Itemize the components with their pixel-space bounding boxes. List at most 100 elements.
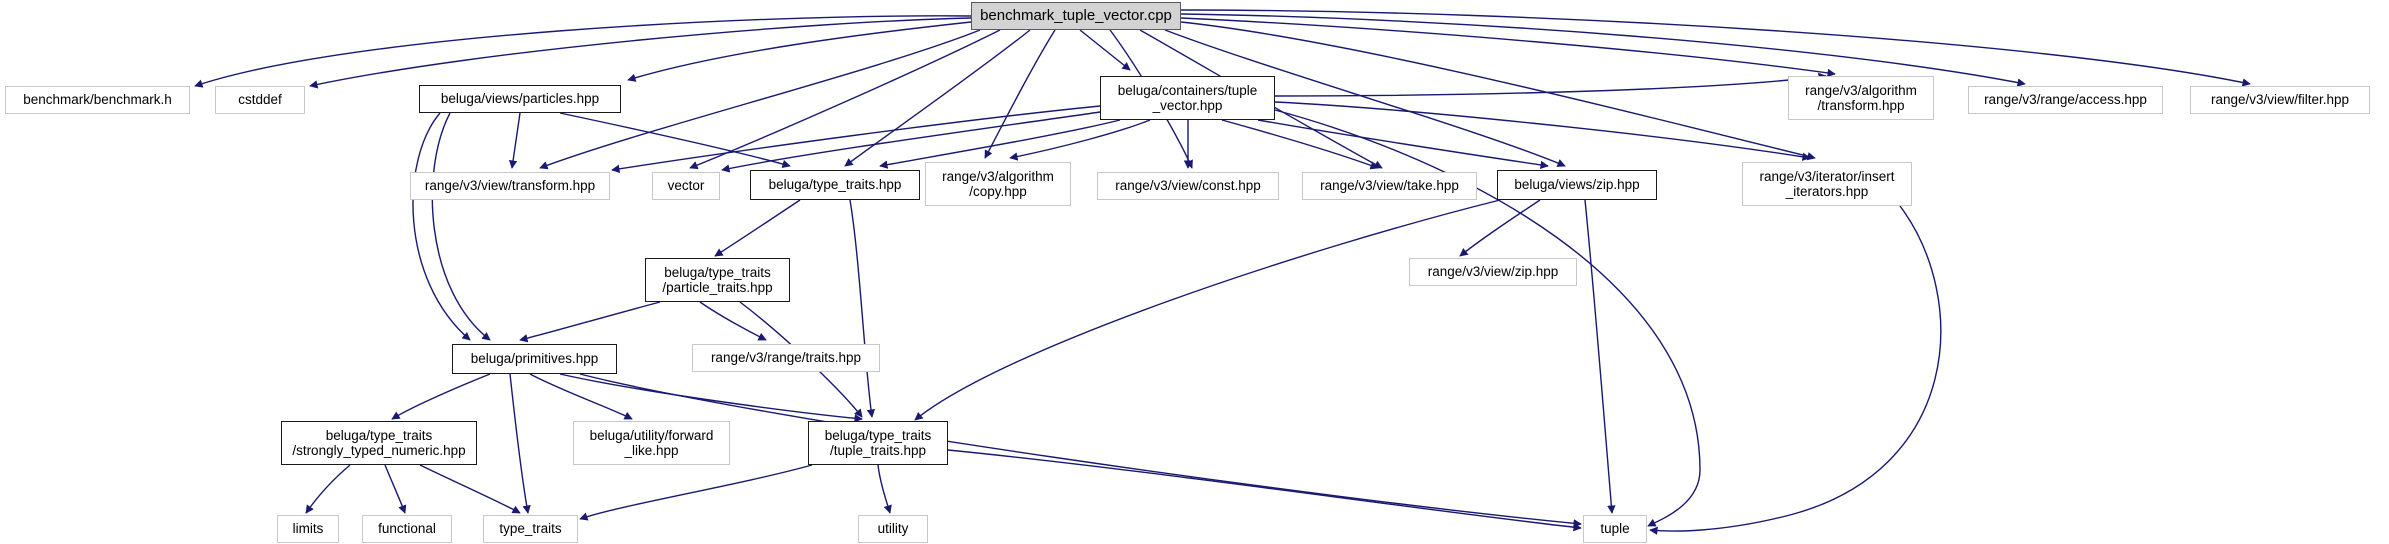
graph-node-tuple_vector[interactable]: beluga/containers/tuple _vector.hpp <box>1100 76 1275 120</box>
graph-edge-root-to-views_zip <box>1164 29 1566 167</box>
graph-node-benchmark_h[interactable]: benchmark/benchmark.h <box>5 86 190 114</box>
graph-edge-tuple_vector-to-rv3_view_transform <box>611 105 1101 173</box>
graph-node-label: benchmark_tuple_vector.cpp <box>980 6 1172 24</box>
graph-edge-root-to-type_traits_hpp <box>844 29 1031 167</box>
graph-node-type_traits_std[interactable]: type_traits <box>483 515 578 543</box>
graph-edge-views_particles-to-type_traits_hpp <box>559 112 791 169</box>
graph-edge-views_particles-to-rv3_view_transform <box>508 112 521 169</box>
graph-node-vector[interactable]: vector <box>652 172 720 200</box>
graph-node-label: vector <box>667 178 705 194</box>
graph-node-label: utility <box>877 521 909 537</box>
graph-edge-root-to-rv3_alg_copy <box>984 29 1056 159</box>
graph-edge-tuple_vector-to-views_zip <box>1257 119 1549 170</box>
graph-node-label: cstddef <box>238 92 282 108</box>
graph-node-label: range/v3/view/filter.hpp <box>2210 92 2350 108</box>
graph-node-label: range/v3/view/transform.hpp <box>424 178 596 194</box>
graph-node-primitives[interactable]: beluga/primitives.hpp <box>452 344 617 374</box>
graph-edge-root-to-vector <box>689 29 1001 170</box>
graph-node-tuple_traits[interactable]: beluga/type_traits /tuple_traits.hpp <box>808 421 948 465</box>
graph-node-label: functional <box>378 521 436 537</box>
graph-edge-views_zip-to-tuple <box>1584 199 1616 514</box>
graph-node-particle_traits[interactable]: beluga/type_traits /particle_traits.hpp <box>645 258 790 302</box>
graph-node-rv3_insert_iters[interactable]: range/v3/iterator/insert _iterators.hpp <box>1742 162 1912 206</box>
graph-edge-views_zip-to-tuple_traits <box>914 199 1501 421</box>
graph-edge-tuple_traits-to-utility <box>877 464 892 514</box>
graph-edge-tuple_vector-to-rv3_alg_copy <box>1009 119 1151 161</box>
graph-node-rv3_view_transform[interactable]: range/v3/view/transform.hpp <box>410 172 610 200</box>
graph-edge-root-to-cstddef <box>309 17 972 89</box>
graph-node-label: beluga/utility/forward _like.hpp <box>589 427 714 458</box>
graph-node-label: range/v3/algorithm /transform.hpp <box>1805 82 1917 113</box>
graph-edge-views_particles-to-primitives <box>431 112 491 341</box>
graph-node-rv3_range_traits[interactable]: range/v3/range/traits.hpp <box>692 344 880 372</box>
graph-edge-root-to-rv3_alg_transform <box>1180 17 1836 78</box>
graph-node-label: beluga/type_traits /particle_traits.hpp <box>662 264 773 295</box>
graph-node-rv3_view_zip[interactable]: range/v3/view/zip.hpp <box>1409 258 1577 286</box>
graph-node-label: beluga/views/particles.hpp <box>440 91 600 107</box>
graph-node-rv3_alg_copy[interactable]: range/v3/algorithm /copy.hpp <box>925 162 1071 206</box>
graph-edge-primitives-to-tuple <box>579 373 1582 528</box>
graph-node-rv3_view_take[interactable]: range/v3/view/take.hpp <box>1302 172 1477 200</box>
graph-node-label: beluga/views/zip.hpp <box>1514 177 1640 193</box>
graph-node-utility[interactable]: utility <box>858 515 928 543</box>
graph-node-label: limits <box>292 521 324 537</box>
graph-edge-tuple_vector-to-vector <box>721 111 1101 173</box>
graph-edge-tuple_vector-to-rv3_alg_transform <box>1274 72 1827 97</box>
graph-node-label: range/v3/range/traits.hpp <box>710 350 862 366</box>
graph-edge-root-to-rv3_insert_iters <box>1180 21 1816 161</box>
graph-edge-particle_traits-to-rv3_range_traits <box>699 301 767 341</box>
graph-node-root[interactable]: benchmark_tuple_vector.cpp <box>971 2 1181 30</box>
graph-node-label: range/v3/view/zip.hpp <box>1427 264 1559 280</box>
graph-edge-root-to-rv3_range_access <box>1180 13 2026 87</box>
graph-edge-tuple_vector-to-type_traits_hpp <box>879 119 1121 169</box>
graph-node-label: range/v3/view/const.hpp <box>1115 178 1261 194</box>
graph-node-functional[interactable]: functional <box>362 515 452 543</box>
graph-node-rv3_range_access[interactable]: range/v3/range/access.hpp <box>1968 86 2163 114</box>
graph-node-label: beluga/type_traits /strongly_typed_numer… <box>292 427 466 458</box>
graph-edge-views_particles-to-primitives <box>412 112 471 341</box>
graph-node-label: beluga/primitives.hpp <box>470 351 599 367</box>
graph-edge-primitives-to-type_traits_std <box>509 373 531 514</box>
graph-node-tuple[interactable]: tuple <box>1583 515 1647 543</box>
graph-edge-type_traits_hpp-to-tuple_traits <box>849 199 876 418</box>
graph-node-label: type_traits <box>499 521 562 537</box>
graph-node-label: range/v3/view/take.hpp <box>1320 178 1459 194</box>
graph-node-views_particles[interactable]: beluga/views/particles.hpp <box>419 85 621 113</box>
graph-node-forward_like[interactable]: beluga/utility/forward _like.hpp <box>573 421 730 465</box>
graph-edge-views_zip-to-rv3_view_zip <box>1459 199 1541 257</box>
graph-node-type_traits_hpp[interactable]: beluga/type_traits.hpp <box>750 170 920 200</box>
graph-node-strongly_typed[interactable]: beluga/type_traits /strongly_typed_numer… <box>281 421 477 465</box>
graph-node-label: range/v3/iterator/insert _iterators.hpp <box>1759 168 1895 199</box>
graph-node-label: beluga/type_traits /tuple_traits.hpp <box>824 427 932 458</box>
graph-node-label: beluga/type_traits.hpp <box>768 177 902 193</box>
graph-edge-tuple_traits-to-type_traits_std <box>579 464 813 521</box>
graph-edge-strongly_typed-to-limits <box>305 464 351 514</box>
graph-edge-root-to-views_particles <box>627 21 972 82</box>
graph-edge-tuple_vector-to-rv3_insert_iters <box>1274 101 1811 161</box>
graph-node-label: tuple <box>1600 521 1630 537</box>
graph-edge-root-to-benchmark_h <box>194 15 972 88</box>
graph-edge-tuple_vector-to-rv3_view_take <box>1221 119 1379 170</box>
graph-node-label: benchmark/benchmark.h <box>23 92 172 108</box>
graph-node-views_zip[interactable]: beluga/views/zip.hpp <box>1497 170 1657 200</box>
graph-edge-rv3_insert_iters-to-tuple <box>1649 205 1942 535</box>
graph-node-rv3_alg_transform[interactable]: range/v3/algorithm /transform.hpp <box>1788 76 1934 120</box>
graph-edge-strongly_typed-to-functional <box>384 464 407 514</box>
graph-edge-root-to-rv3_view_filter <box>1180 9 2251 87</box>
graph-edge-primitives-to-forward_like <box>529 373 633 420</box>
graph-node-cstddef[interactable]: cstddef <box>215 86 305 114</box>
graph-edge-root-to-tuple_vector <box>1079 29 1131 71</box>
graph-node-limits[interactable]: limits <box>277 515 339 543</box>
graph-node-label: range/v3/range/access.hpp <box>1984 92 2147 108</box>
graph-edge-tuple_traits-to-tuple <box>947 449 1582 532</box>
graph-node-rv3_view_filter[interactable]: range/v3/view/filter.hpp <box>2190 86 2370 114</box>
graph-edge-strongly_typed-to-type_traits_std <box>419 464 521 514</box>
graph-node-rv3_view_const[interactable]: range/v3/view/const.hpp <box>1097 172 1279 200</box>
graph-node-label: beluga/containers/tuple _vector.hpp <box>1117 82 1258 113</box>
graph-edge-type_traits_hpp-to-particle_traits <box>714 199 801 257</box>
graph-edge-root-to-rv3_view_transform <box>539 29 981 170</box>
graph-edge-primitives-to-tuple_traits <box>559 373 863 423</box>
graph-edge-primitives-to-strongly_typed <box>391 373 491 420</box>
